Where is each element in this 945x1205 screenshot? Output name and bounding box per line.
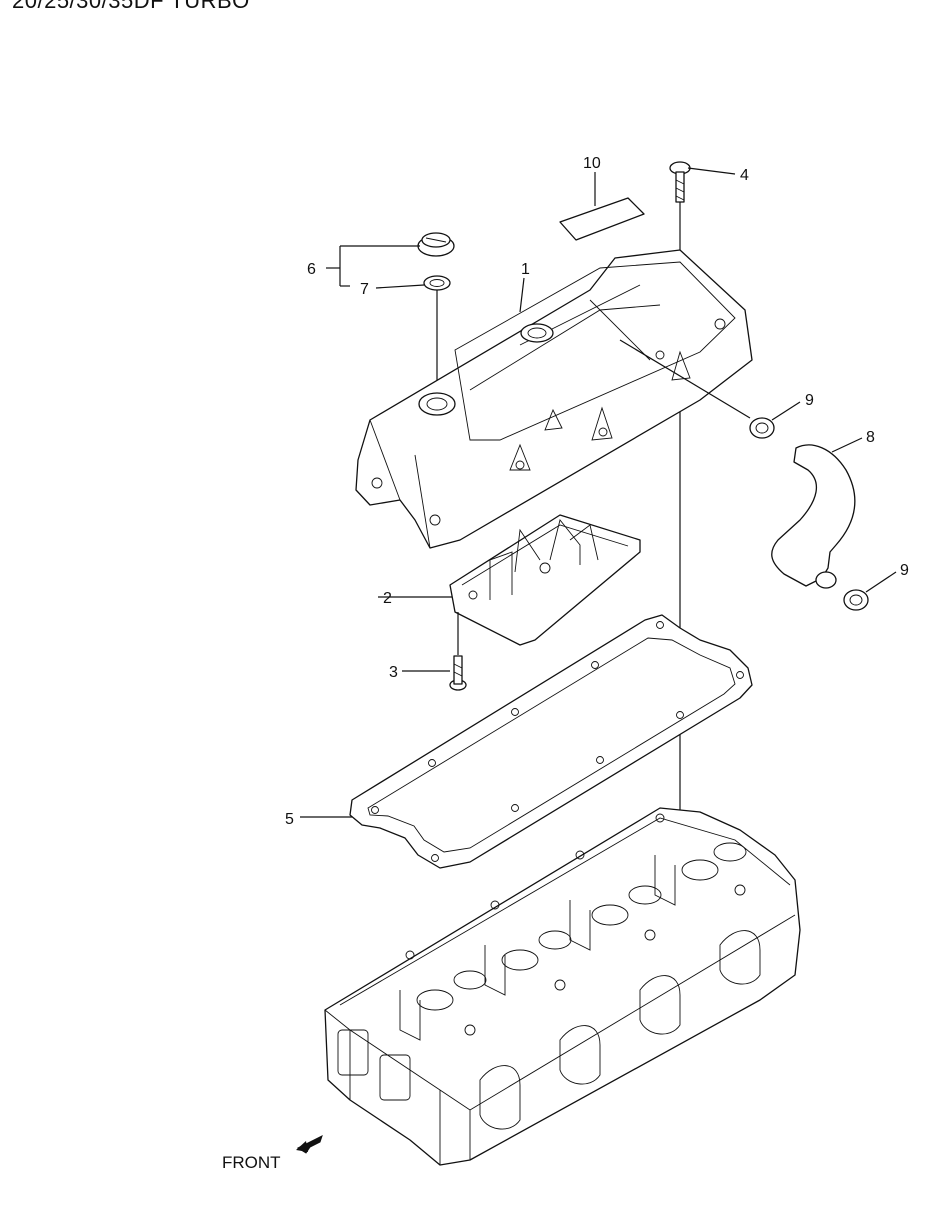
front-arrow-icon — [296, 1135, 323, 1154]
part-2-baffle-plate — [378, 514, 641, 655]
callout-5: 5 — [285, 811, 294, 828]
part-8-breather-hose — [771, 437, 863, 589]
part-1-head-cover — [355, 249, 753, 549]
callout-4: 4 — [740, 167, 749, 184]
part-9-clamp-upper — [749, 401, 801, 439]
callout-8: 8 — [866, 429, 875, 446]
part-9-clamp-lower — [843, 571, 897, 611]
callout-9-upper: 9 — [805, 392, 814, 409]
callout-1: 1 — [521, 261, 530, 278]
callout-2: 2 — [383, 590, 392, 607]
part-5-gasket — [300, 614, 753, 869]
callout-3: 3 — [389, 664, 398, 681]
part-7-cap-seal — [423, 275, 451, 392]
cylinder-head — [324, 807, 801, 1166]
callout-6: 6 — [307, 261, 316, 278]
callout-9-lower: 9 — [900, 562, 909, 579]
part-10-label-plate — [559, 172, 645, 241]
callout-10: 10 — [583, 155, 601, 172]
part-6-oil-cap — [417, 232, 455, 257]
bracket-6-7 — [326, 245, 425, 289]
page-title: 20/25/30/35DF TURBO — [12, 0, 250, 13]
callout-7: 7 — [360, 281, 369, 298]
part-3-screw — [402, 655, 467, 691]
front-label: FRONT — [222, 1153, 281, 1172]
